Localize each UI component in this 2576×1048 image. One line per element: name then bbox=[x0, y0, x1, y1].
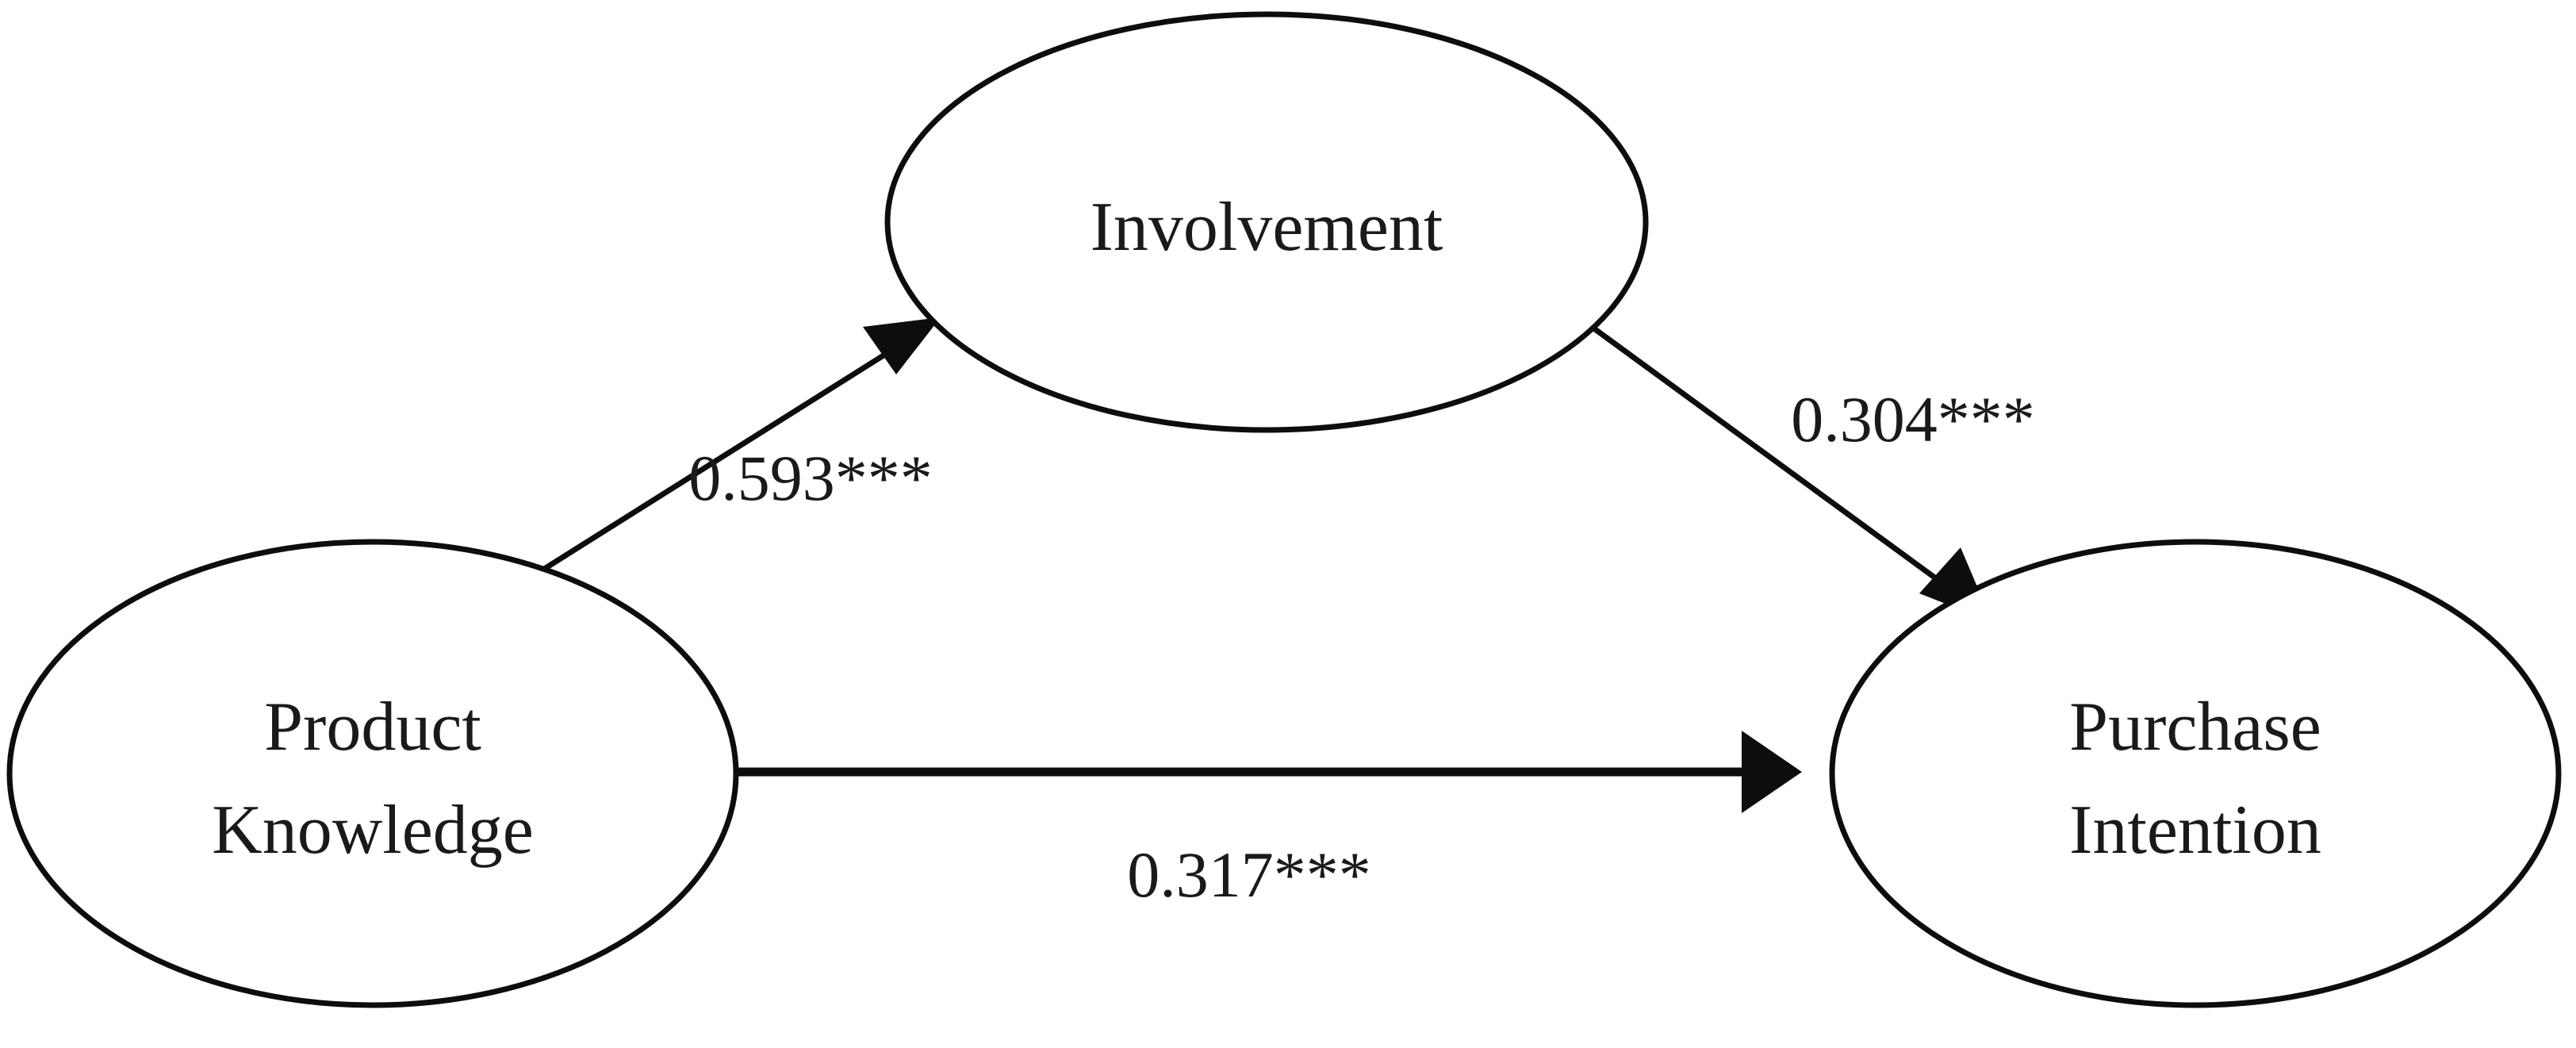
edge-label-pk-to-involvement: 0.593*** bbox=[688, 442, 933, 514]
edge-label-pk-to-pi: 0.317*** bbox=[1127, 839, 1371, 911]
node-involvement[interactable]: Involvement bbox=[884, 11, 1649, 433]
node-purchase-intention[interactable]: Purchase Intention bbox=[1829, 539, 2562, 1008]
edge-pk-to-pi[interactable]: 0.317*** bbox=[738, 731, 1802, 911]
edge-involvement-to-pi[interactable]: 0.304*** bbox=[1589, 324, 2035, 622]
arrowhead-icon-pk-to-pi bbox=[1742, 731, 1802, 813]
edge-line-pk-to-involvement bbox=[504, 326, 928, 596]
node-label-purchase-intention-line1: Purchase bbox=[2069, 689, 2321, 766]
node-shape-purchase-intention bbox=[1829, 539, 2562, 1008]
node-label-involvement: Involvement bbox=[1091, 189, 1443, 266]
edge-label-involvement-to-pi: 0.304*** bbox=[1791, 383, 2035, 455]
node-product-knowledge[interactable]: Product Knowledge bbox=[6, 539, 739, 1008]
node-shape-product-knowledge bbox=[6, 539, 739, 1008]
node-label-product-knowledge-line1: Product bbox=[264, 689, 481, 766]
node-shape-involvement bbox=[884, 11, 1649, 433]
arrowhead-icon-pk-to-involvement bbox=[863, 317, 941, 374]
node-label-purchase-intention-line2: Intention bbox=[2069, 792, 2321, 869]
edge-line-involvement-to-pi bbox=[1589, 324, 1974, 607]
edge-pk-to-involvement[interactable]: 0.593*** bbox=[504, 317, 941, 596]
node-label-product-knowledge-line2: Knowledge bbox=[212, 792, 534, 869]
